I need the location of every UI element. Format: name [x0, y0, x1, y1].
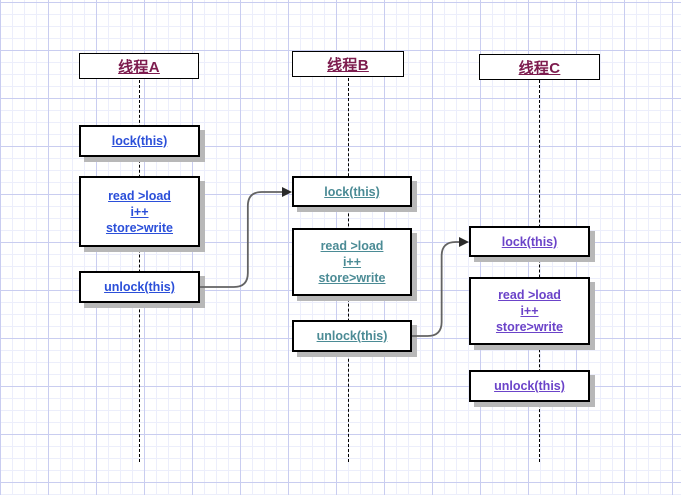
activity-line: unlock(this) [494, 379, 565, 393]
activity-line: read >load [498, 288, 561, 302]
lifeline-thread-c [539, 80, 540, 462]
activity-box-a-unlock[interactable]: unlock(this) [79, 271, 200, 303]
lane-header-label: 线程B [327, 56, 369, 74]
activity-line: i++ [520, 304, 539, 318]
activity-line: store>write [318, 271, 386, 285]
activity-box-c-unlock[interactable]: unlock(this) [469, 370, 590, 402]
activity-box-a-lock[interactable]: lock(this) [79, 125, 200, 157]
activity-box-b-unlock[interactable]: unlock(this) [292, 320, 412, 352]
lane-header-label: 线程C [518, 59, 561, 77]
activity-line: lock(this) [111, 134, 168, 148]
lane-header-thread-b[interactable]: 线程B [292, 51, 404, 77]
lane-header-thread-c[interactable]: 线程C [479, 54, 600, 80]
activity-line: read >load [320, 239, 384, 253]
activity-box-c-rmw[interactable]: read >load i++ store>write [469, 277, 590, 345]
activity-line: unlock(this) [316, 329, 388, 343]
activity-line: unlock(this) [104, 280, 175, 294]
activity-line: i++ [130, 204, 149, 219]
activity-box-b-lock[interactable]: lock(this) [292, 176, 412, 207]
activity-box-b-rmw[interactable]: read >load i++ store>write [292, 228, 412, 296]
activity-line: store>write [105, 220, 174, 235]
activity-line: lock(this) [324, 184, 380, 199]
activity-line: store>write [495, 320, 564, 334]
activity-line: i++ [342, 255, 362, 269]
activity-line: read >load [108, 188, 171, 203]
activity-box-c-lock[interactable]: lock(this) [469, 226, 590, 257]
activity-line: lock(this) [501, 234, 558, 249]
lane-header-thread-a[interactable]: 线程A [79, 53, 199, 79]
lane-header-label: 线程A [118, 58, 160, 76]
